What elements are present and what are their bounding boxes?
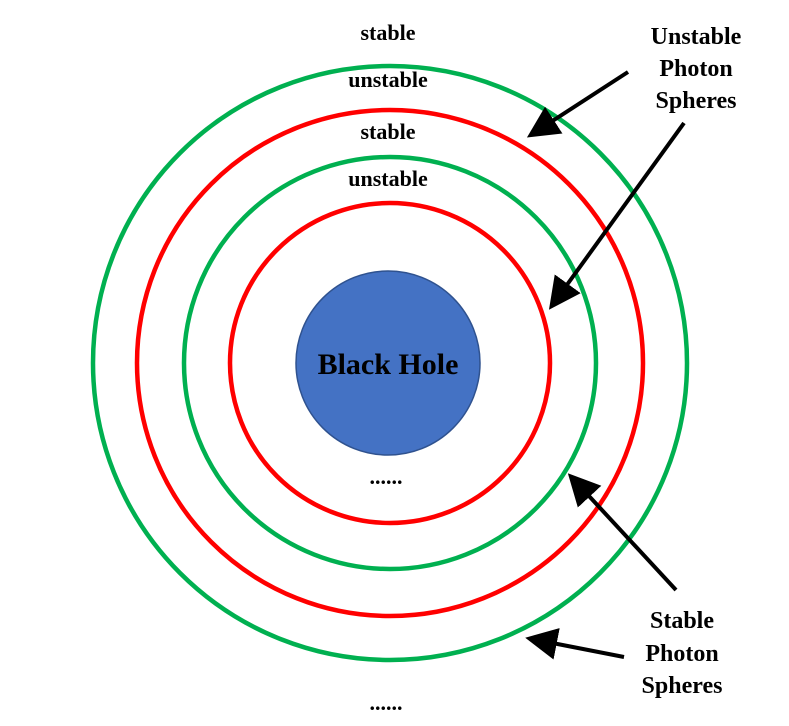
black-hole-label: Black Hole <box>318 348 459 381</box>
stable-arrow-to-inner-ring <box>567 473 678 592</box>
unstable-ring-inner <box>227 200 553 526</box>
ring-label-inner-stable: stable <box>361 119 416 144</box>
stable-callout-line-3: Spheres <box>642 673 723 699</box>
stable-callout-line-2: Photon <box>645 641 718 667</box>
unstable-callout: Unstable Photon Spheres <box>651 24 742 114</box>
stable-callout-line-1: Stable <box>650 608 714 634</box>
stable-ring-inner <box>181 154 599 572</box>
continuation-dots-outer: ...... <box>370 690 403 715</box>
ring-label-outer-unstable: unstable <box>348 67 428 92</box>
stable-callout: Stable Photon Spheres <box>642 608 723 699</box>
unstable-arrow-to-outer-ring <box>526 70 630 138</box>
stable-arrow-to-outer-ring <box>525 628 625 660</box>
unstable-callout-line-2: Photon <box>659 56 732 82</box>
stable-ring-outer <box>90 63 690 663</box>
unstable-ring-outer <box>134 107 646 619</box>
unstable-callout-line-3: Spheres <box>656 88 737 114</box>
unstable-callout-line-1: Unstable <box>651 24 742 50</box>
unstable-arrow-to-inner-ring <box>548 121 686 310</box>
ring-label-outer-stable: stable <box>361 20 416 45</box>
black-hole <box>295 270 481 456</box>
continuation-dots-inner: ...... <box>370 464 403 489</box>
ring-label-inner-unstable: unstable <box>348 166 428 191</box>
